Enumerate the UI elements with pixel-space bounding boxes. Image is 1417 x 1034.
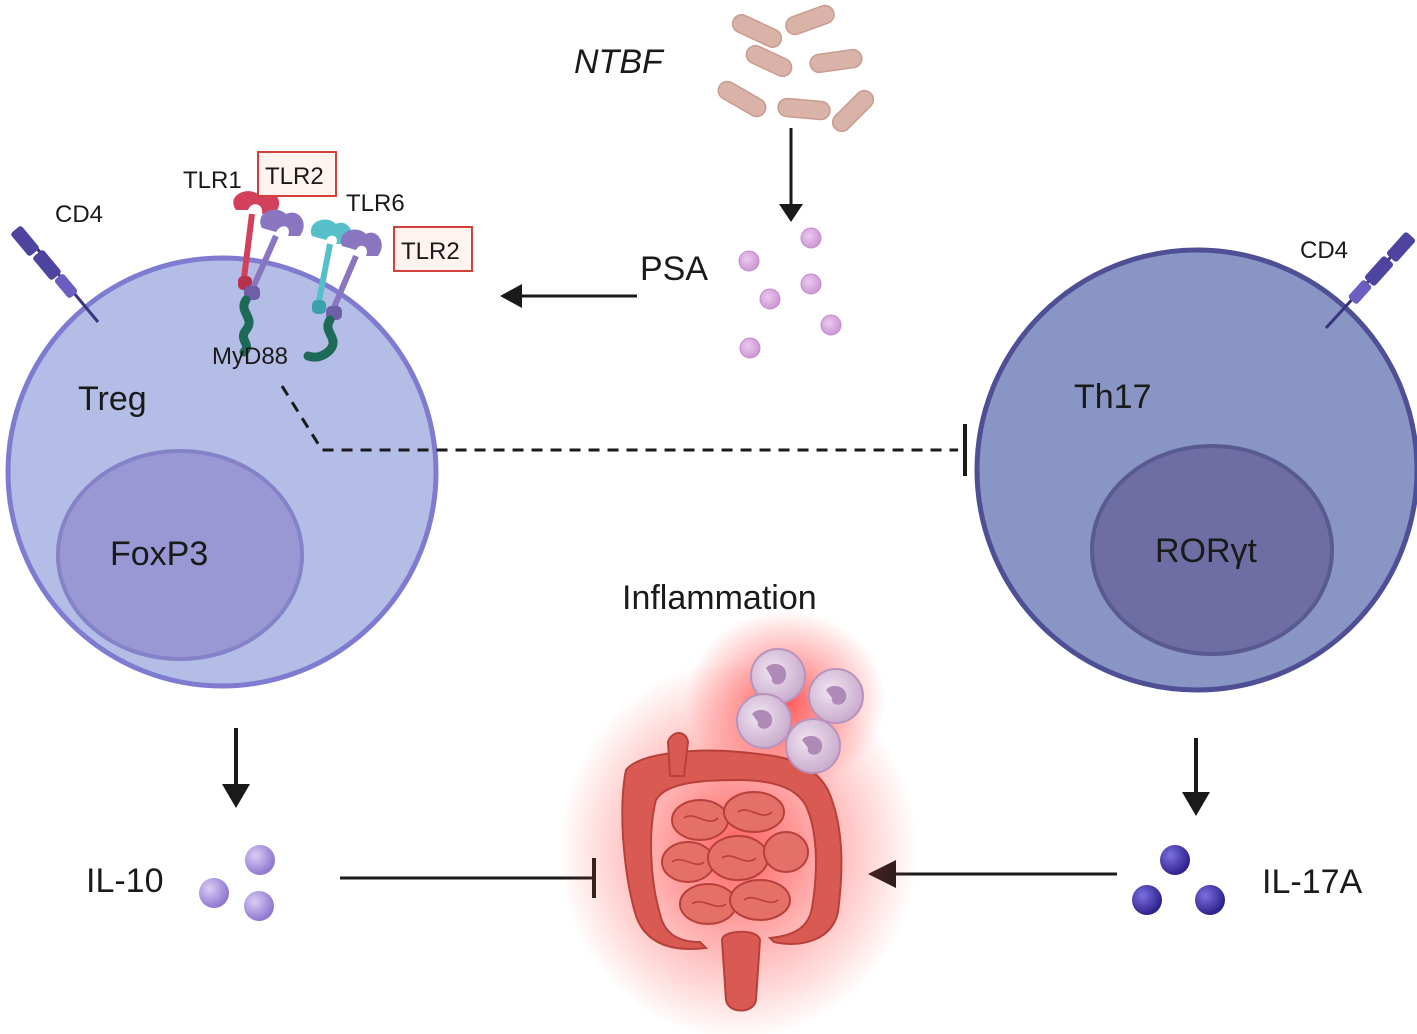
arrow-treg-to-il10-head [222, 784, 250, 808]
arrow-psa-to-treg-head [500, 284, 522, 308]
ntbf-label: NTBF [574, 43, 665, 81]
tlr1-label: TLR1 [183, 167, 242, 194]
tlr2-right-box: TLR2 [393, 226, 473, 272]
tlr-receptor-icon [233, 191, 382, 320]
tlr6-label: TLR6 [346, 190, 405, 217]
psa-particles [738, 227, 842, 359]
cd4-receptor-icon [1324, 232, 1416, 330]
treg-nucleus [56, 449, 304, 661]
tlr2-top-label: TLR2 [265, 163, 324, 190]
arrow-th17-to-il17a-head [1182, 792, 1210, 816]
roryt-label: RORγt [1155, 532, 1258, 570]
arrow-ntbf-to-psa-head [779, 204, 803, 222]
treg-label: Treg [78, 380, 147, 418]
tlr2-top-box: TLR2 [257, 151, 337, 197]
neutrophil-nuclei [752, 663, 847, 755]
cd4-left-label: CD4 [55, 201, 103, 228]
cd4-right-label: CD4 [1300, 237, 1348, 264]
inhibition-treg-to-th17 [280, 385, 958, 452]
foxp3-label: FoxP3 [110, 535, 208, 573]
il10-label: IL-10 [86, 862, 164, 900]
myd88-label: MyD88 [212, 343, 288, 370]
il17a-label: IL-17A [1262, 863, 1362, 901]
bacteria-icon [717, 4, 875, 133]
il17a-particles [1132, 845, 1225, 915]
myd88-adapter-icon [238, 295, 338, 362]
il10-particles [199, 845, 275, 921]
cd4-receptor-icon [11, 226, 100, 323]
psa-label: PSA [640, 250, 708, 288]
th17-cell [974, 247, 1417, 693]
treg-cell [5, 255, 439, 689]
th17-nucleus [1090, 444, 1334, 656]
tlr2-right-label: TLR2 [401, 238, 460, 265]
th17-label: Th17 [1074, 378, 1152, 416]
intestine-icon [558, 610, 918, 1034]
